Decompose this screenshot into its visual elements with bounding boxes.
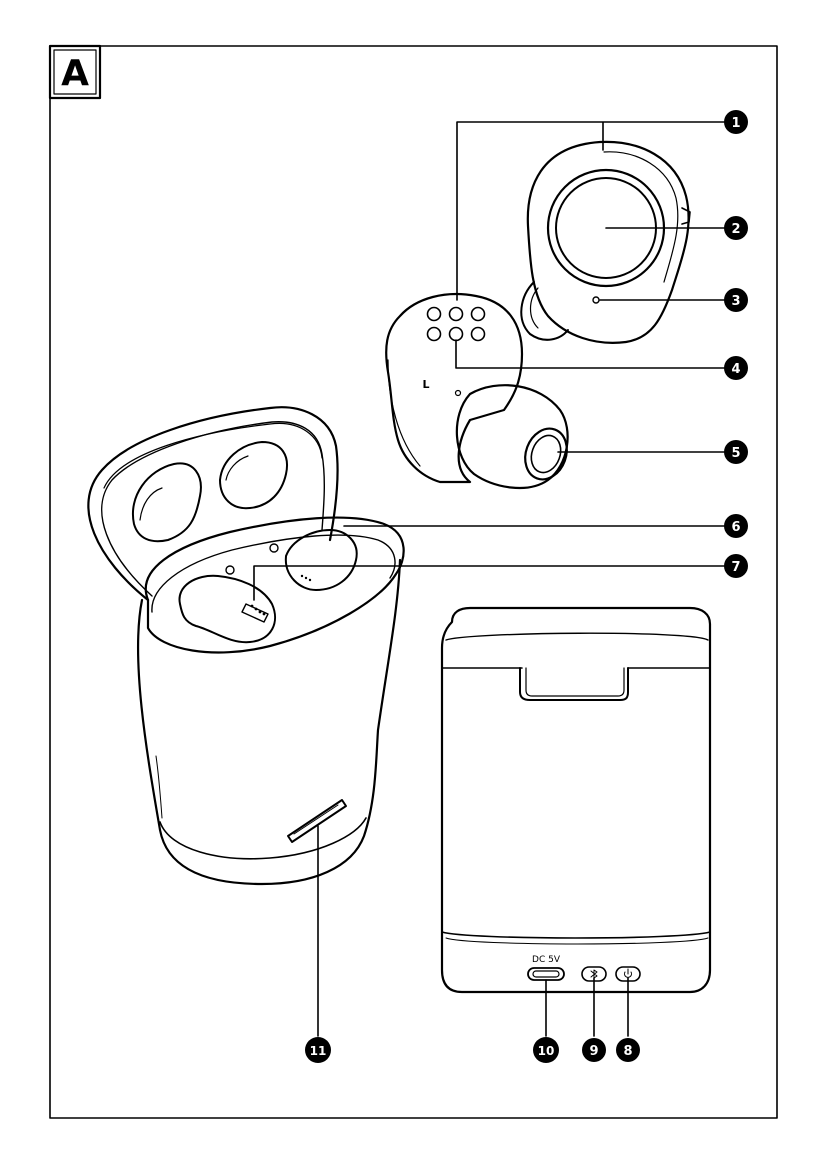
callout-9: 9 xyxy=(582,1038,606,1062)
svg-text:1: 1 xyxy=(731,116,740,131)
earbud-right xyxy=(520,140,691,344)
svg-text:2: 2 xyxy=(731,222,740,237)
leader-lines xyxy=(253,121,725,1037)
figure-letter-box: A xyxy=(48,44,102,100)
callout-6: 6 xyxy=(724,514,748,538)
figure-frame xyxy=(49,45,778,1119)
callout-1: 1 xyxy=(724,110,748,134)
svg-text:8: 8 xyxy=(623,1044,632,1059)
svg-text:5: 5 xyxy=(731,446,740,461)
charging-case-open xyxy=(87,406,405,886)
earbud-side-label: L xyxy=(422,378,429,391)
callout-10: 10 xyxy=(533,1037,559,1063)
callout-3: 3 xyxy=(724,288,748,312)
callout-4: 4 xyxy=(724,356,748,380)
callout-5: 5 xyxy=(724,440,748,464)
callout-8: 8 xyxy=(616,1038,640,1062)
svg-text:11: 11 xyxy=(310,1044,327,1058)
svg-text:3: 3 xyxy=(731,294,740,309)
callouts: 1 2 3 4 5 6 7 8 xyxy=(305,110,748,1063)
callout-11: 11 xyxy=(305,1037,331,1063)
callout-2: 2 xyxy=(724,216,748,240)
svg-text:4: 4 xyxy=(731,362,740,377)
callout-7: 7 xyxy=(724,554,748,578)
svg-text:10: 10 xyxy=(538,1044,555,1058)
svg-text:9: 9 xyxy=(589,1044,598,1059)
port-label: DC 5V xyxy=(532,955,561,965)
figure-letter: A xyxy=(61,53,89,94)
svg-text:6: 6 xyxy=(731,520,740,535)
svg-text:7: 7 xyxy=(731,560,740,575)
earbud-left: L xyxy=(385,292,569,490)
charging-case-closed: DC 5V xyxy=(440,606,712,994)
